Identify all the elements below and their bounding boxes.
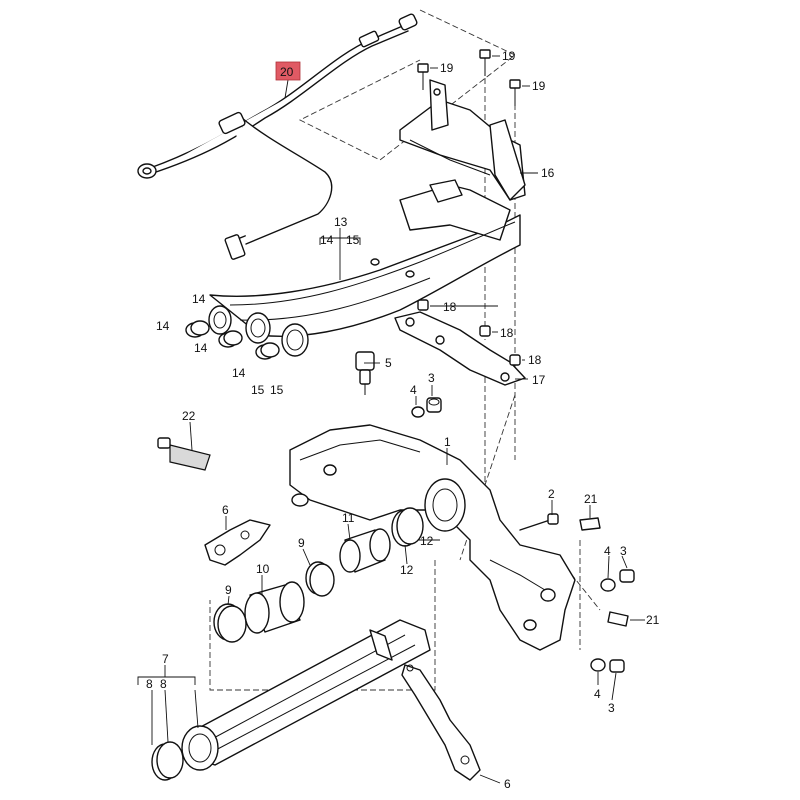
manifold-outlets[interactable] [208,305,309,357]
bolt-2[interactable] [519,513,559,531]
label-12: 12 [420,534,434,548]
label-4: 4 [410,383,417,397]
label-4: 4 [604,544,611,558]
label-8: 8 [160,677,167,691]
label-15: 15 [270,383,284,397]
label-20: 20 [280,65,294,79]
leader-lines [137,55,645,784]
label-7: 7 [162,652,169,666]
label-19: 19 [502,49,516,63]
plug-seal-3-4-right[interactable] [590,569,635,673]
label-15: 15 [251,383,265,397]
label-14: 14 [320,233,334,247]
label-13: 13 [334,215,348,229]
label-16: 16 [541,166,555,180]
nuts-18[interactable] [417,299,521,366]
label-3: 3 [608,701,615,715]
pipe-7[interactable] [181,619,431,771]
label-17: 17 [532,373,546,387]
label-21: 21 [646,613,660,627]
hose-assembly-20[interactable] [137,13,418,260]
label-14: 14 [156,319,170,333]
o-rings-14-15[interactable] [185,320,280,360]
o-rings-8[interactable] [151,741,184,781]
clips-21[interactable] [579,517,629,627]
label-1: 1 [444,435,451,449]
sealant-tube-22[interactable] [157,437,211,471]
coolant-manifold-13[interactable] [209,179,521,337]
label-19: 19 [532,79,546,93]
label-22: 22 [182,409,196,423]
label-10: 10 [256,562,270,576]
label-3: 3 [428,371,435,385]
label-14: 14 [194,341,208,355]
gasket-6-lower[interactable] [401,664,481,781]
hose-10[interactable] [244,581,305,634]
bracket-16[interactable] [399,79,526,201]
housing-1[interactable] [289,424,576,651]
plug-clip-3-4-upper[interactable] [411,397,442,418]
label-11: 11 [342,511,355,525]
label-5: 5 [385,356,392,370]
label-6: 6 [504,777,511,791]
mounting-plate-17[interactable] [394,311,526,386]
label-8: 8 [146,677,153,691]
clamp-9-upper[interactable] [305,561,335,597]
label-18: 18 [528,353,542,367]
gasket-6-upper[interactable] [204,519,271,566]
label-18: 18 [443,300,457,314]
o-rings-12[interactable] [391,507,424,547]
label-14: 14 [232,366,246,380]
highlight-callout-20 [275,61,301,81]
label-4: 4 [594,687,601,701]
label-12: 12 [400,563,414,577]
label-18: 18 [500,326,514,340]
label-14: 14 [192,292,206,306]
label-3: 3 [620,544,627,558]
label-21: 21 [584,492,598,506]
part-number-labels: 20 19 19 19 16 13 14 15 14 14 14 14 15 1… [146,49,660,791]
label-6: 6 [222,503,229,517]
label-19: 19 [440,61,454,75]
label-15: 15 [346,233,360,247]
label-9: 9 [298,536,305,550]
label-2: 2 [548,487,555,501]
hose-11[interactable] [339,528,391,573]
bolts-19[interactable] [417,49,521,106]
label-9: 9 [225,583,232,597]
sensor-5[interactable] [355,351,375,395]
clamp-9-lower[interactable] [213,603,247,643]
